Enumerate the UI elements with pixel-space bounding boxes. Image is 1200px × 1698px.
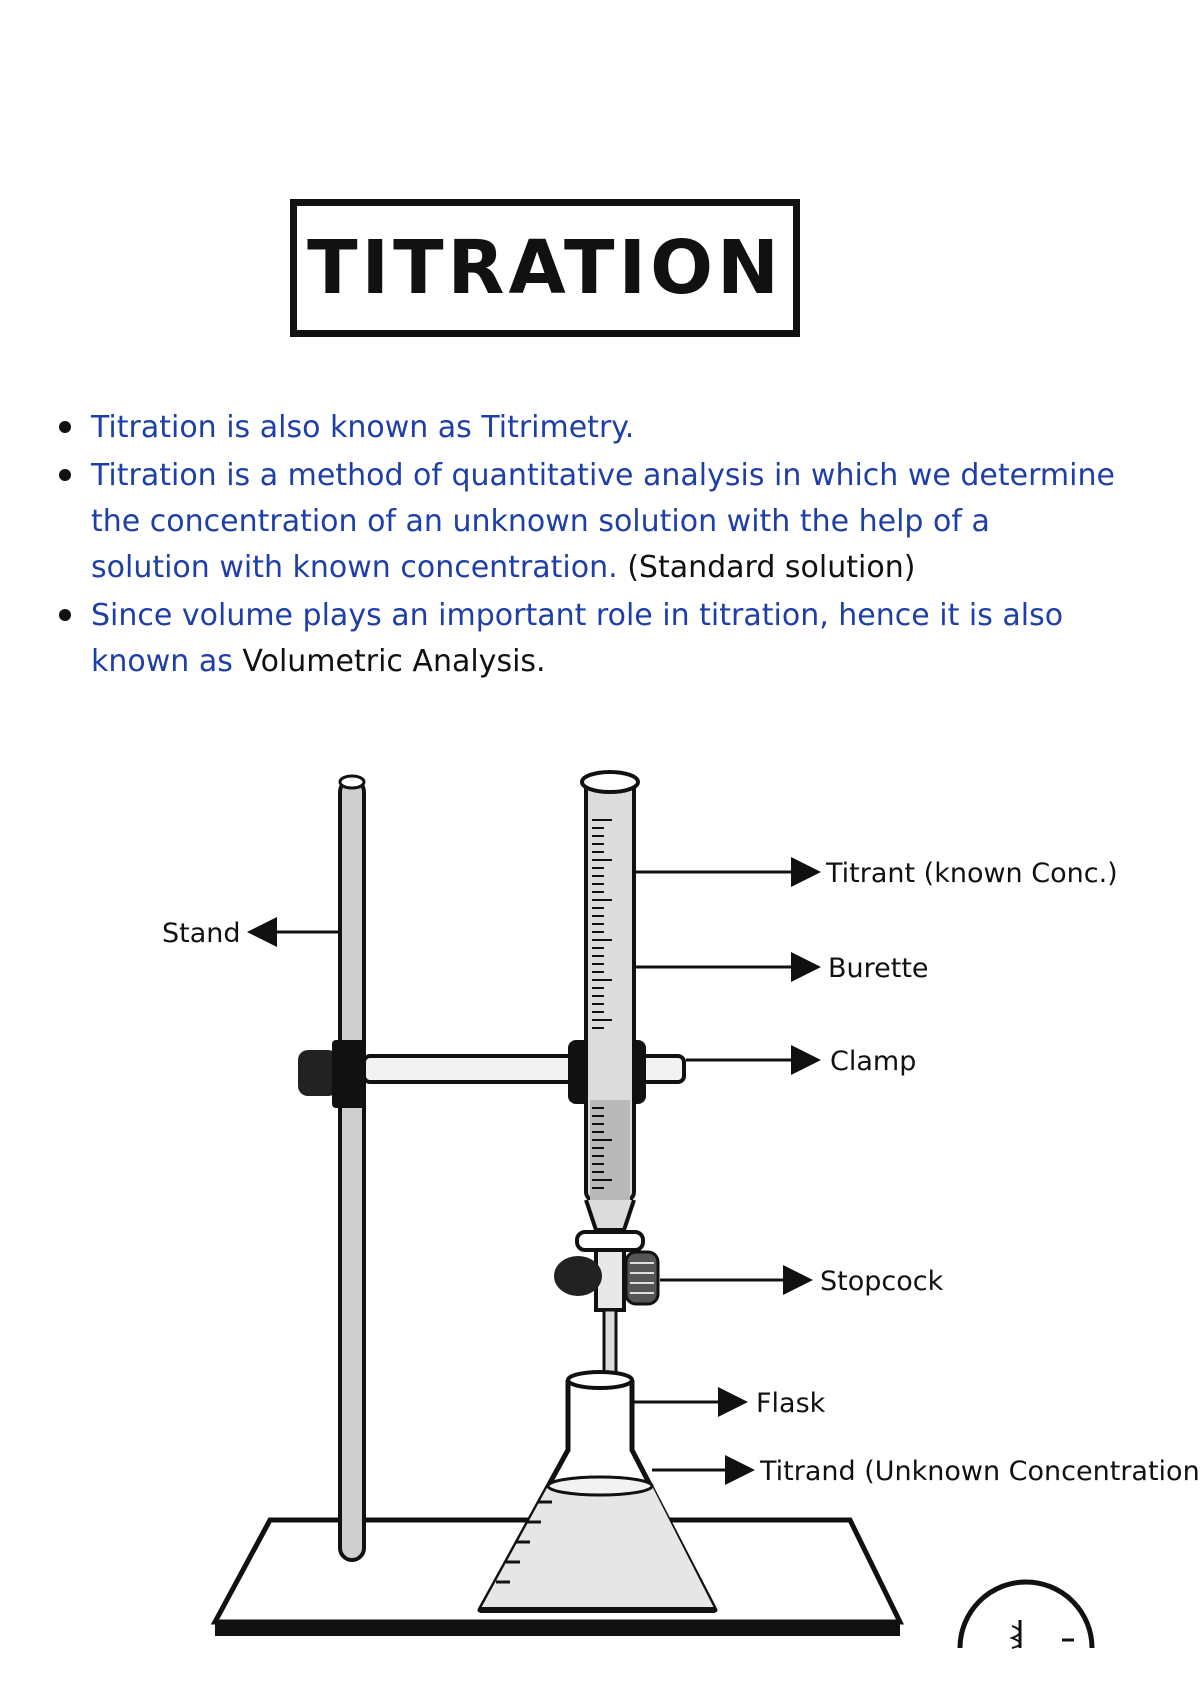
label-burette: Burette [828,953,929,984]
bullet-dot-icon [59,469,71,481]
label-clamp: Clamp [830,1046,916,1077]
title-box: TITRATION [290,199,800,337]
stopcock [554,1250,660,1306]
bullet-list: Titration is also known as Titrimetry. T… [55,405,1115,687]
page-title: TITRATION [307,225,783,311]
bullet-text: Titration is a method of quantitative an… [91,458,1115,585]
bullet-term: Volumetric Analysis. [242,644,546,679]
bullet-text: Titration is also known as Titrimetry. [91,410,635,445]
label-flask: Flask [756,1388,826,1419]
bullet-dot-icon [59,421,71,433]
conical-flask [477,1370,718,1613]
bullet-item-2: Titration is a method of quantitative an… [55,453,1115,591]
label-titrant: Titrant (known Conc.) [825,858,1118,889]
stand-rod [338,774,366,1562]
bullet-note: (Standard solution) [627,550,916,585]
label-titrand: Titrand (Unknown Concentration) [759,1456,1200,1487]
bullet-item-1: Titration is also known as Titrimetry. [55,405,1115,451]
bullet-text: Since volume plays an important role in … [91,598,1064,679]
label-stopcock: Stopcock [820,1266,944,1297]
titration-apparatus-diagram: Stand Titrant (known Conc.) Burette Clam… [162,770,1200,1649]
label-arrows [247,857,821,1485]
burette-graduations [592,819,612,1189]
bullet-dot-icon [59,609,71,621]
bullet-item-3: Since volume plays an important role in … [55,593,1115,685]
logo-seal-icon [957,1579,1095,1649]
burette [575,770,645,1412]
label-stand: Stand [162,918,241,949]
